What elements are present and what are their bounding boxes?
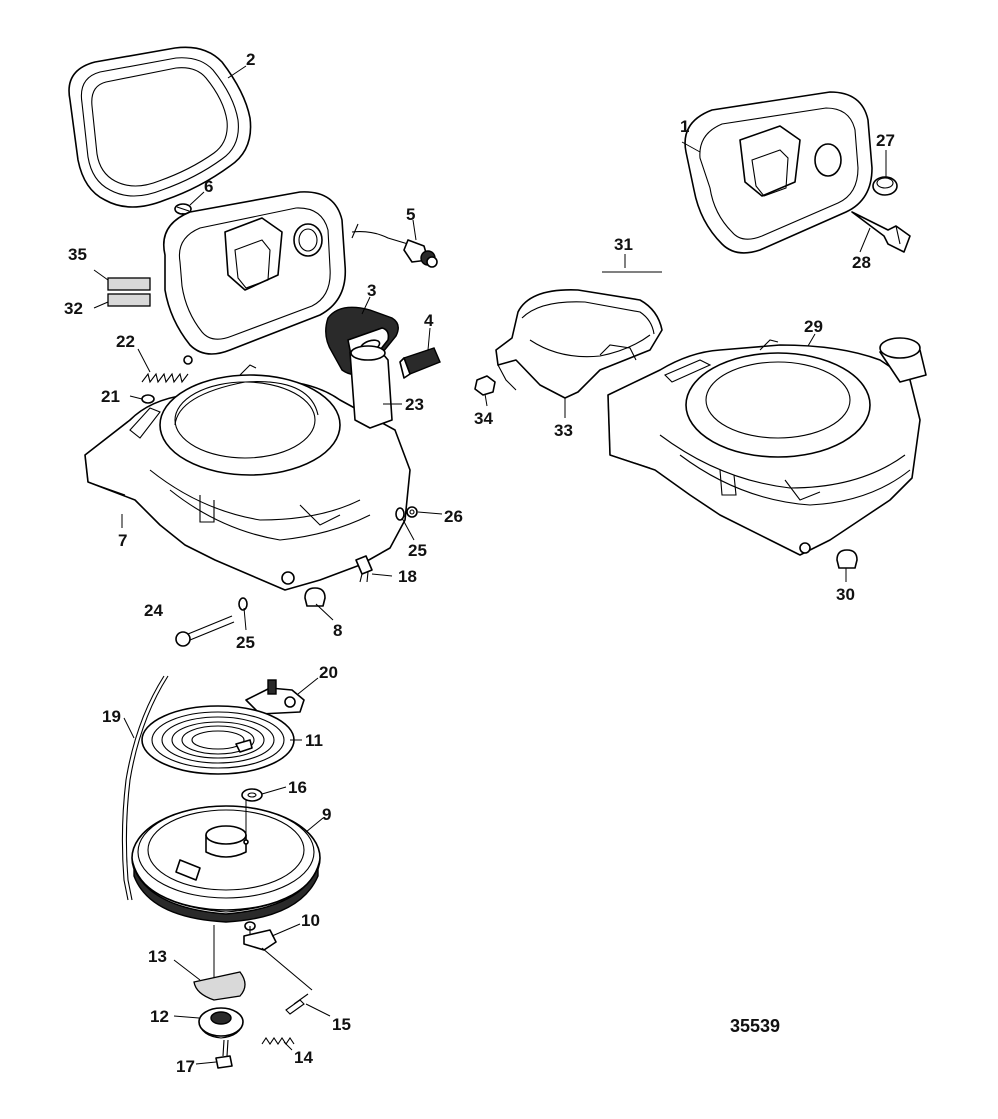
callout-10: 10 [301, 911, 320, 930]
callout-12: 12 [150, 1007, 169, 1026]
callout-13: 13 [148, 947, 167, 966]
part-19-starter-rope [121, 675, 169, 901]
part-22-spring [141, 355, 193, 384]
part-20-bracket [245, 679, 305, 715]
callout-35: 35 [68, 245, 87, 264]
part-1-cover [684, 91, 873, 254]
callout-25-lower: 25 [236, 633, 255, 652]
part-29-housing [607, 337, 927, 556]
callout-19: 19 [102, 707, 121, 726]
callout-29: 29 [804, 317, 823, 336]
part-10-pawl [213, 921, 313, 991]
callout-4: 4 [424, 311, 434, 330]
part-28-tool [851, 211, 911, 253]
callout-15: 15 [332, 1015, 351, 1034]
callout-9: 9 [322, 805, 331, 824]
part-25-washer-upper [395, 507, 405, 521]
part-5-stop-switch [351, 223, 438, 268]
part-18-connector [355, 555, 373, 583]
callout-21: 21 [101, 387, 120, 406]
upper-cover-plate [163, 191, 347, 355]
callout-17: 17 [176, 1057, 195, 1076]
callout-11: 11 [305, 731, 323, 750]
callout-31: 31 [614, 235, 633, 254]
part-7-lower-housing [84, 345, 411, 591]
part-13-plate [193, 971, 246, 1001]
callout-30: 30 [836, 585, 855, 604]
part-32-decal [107, 293, 151, 307]
part-11-rewind-spring [141, 705, 295, 775]
callout-26: 26 [444, 507, 463, 526]
callout-23: 23 [405, 395, 424, 414]
callout-25-upper: 25 [408, 541, 427, 560]
drawing-number: 35539 [730, 1016, 780, 1036]
callout-33: 33 [554, 421, 573, 440]
callout-7: 7 [118, 531, 127, 550]
part-33-guard [495, 289, 663, 399]
part-34-nut [474, 375, 496, 396]
callout-24: 24 [144, 601, 163, 620]
callout-32: 32 [64, 299, 83, 318]
part-16-retainer [241, 788, 263, 802]
callout-27: 27 [876, 131, 895, 150]
callout-28: 28 [852, 253, 871, 272]
callout-14: 14 [294, 1048, 313, 1067]
part-14-spring [261, 1037, 295, 1045]
part-24-long-bolt [175, 615, 235, 647]
part-30-grommet [836, 549, 858, 569]
callout-1: 1 [680, 117, 689, 136]
part-12-cap [198, 1007, 244, 1039]
part-25-washer-lower [238, 597, 248, 611]
part-17-bolt [215, 1039, 233, 1069]
part-15-link [285, 993, 309, 1015]
part-27-plug [872, 176, 898, 196]
callout-labels: 2 6 5 3 4 35 32 22 21 23 26 25 7 18 8 24… [64, 50, 895, 1076]
part-8-grommet [304, 587, 326, 607]
callout-18: 18 [398, 567, 417, 586]
leader-lines [93, 65, 887, 1065]
part-2-gasket [68, 46, 252, 208]
callout-22: 22 [116, 332, 135, 351]
part-4-block [399, 347, 441, 379]
callout-16: 16 [288, 778, 307, 797]
callout-6: 6 [204, 177, 213, 196]
callout-8: 8 [333, 621, 342, 640]
part-26-nut [406, 506, 418, 518]
callout-34: 34 [474, 409, 493, 428]
callout-20: 20 [319, 663, 338, 682]
part-9-pulley [131, 800, 321, 923]
callout-5: 5 [406, 205, 415, 224]
part-21-clip [141, 394, 155, 404]
part-35-decal [107, 277, 151, 291]
callout-2: 2 [246, 50, 255, 69]
callout-3: 3 [367, 281, 376, 300]
